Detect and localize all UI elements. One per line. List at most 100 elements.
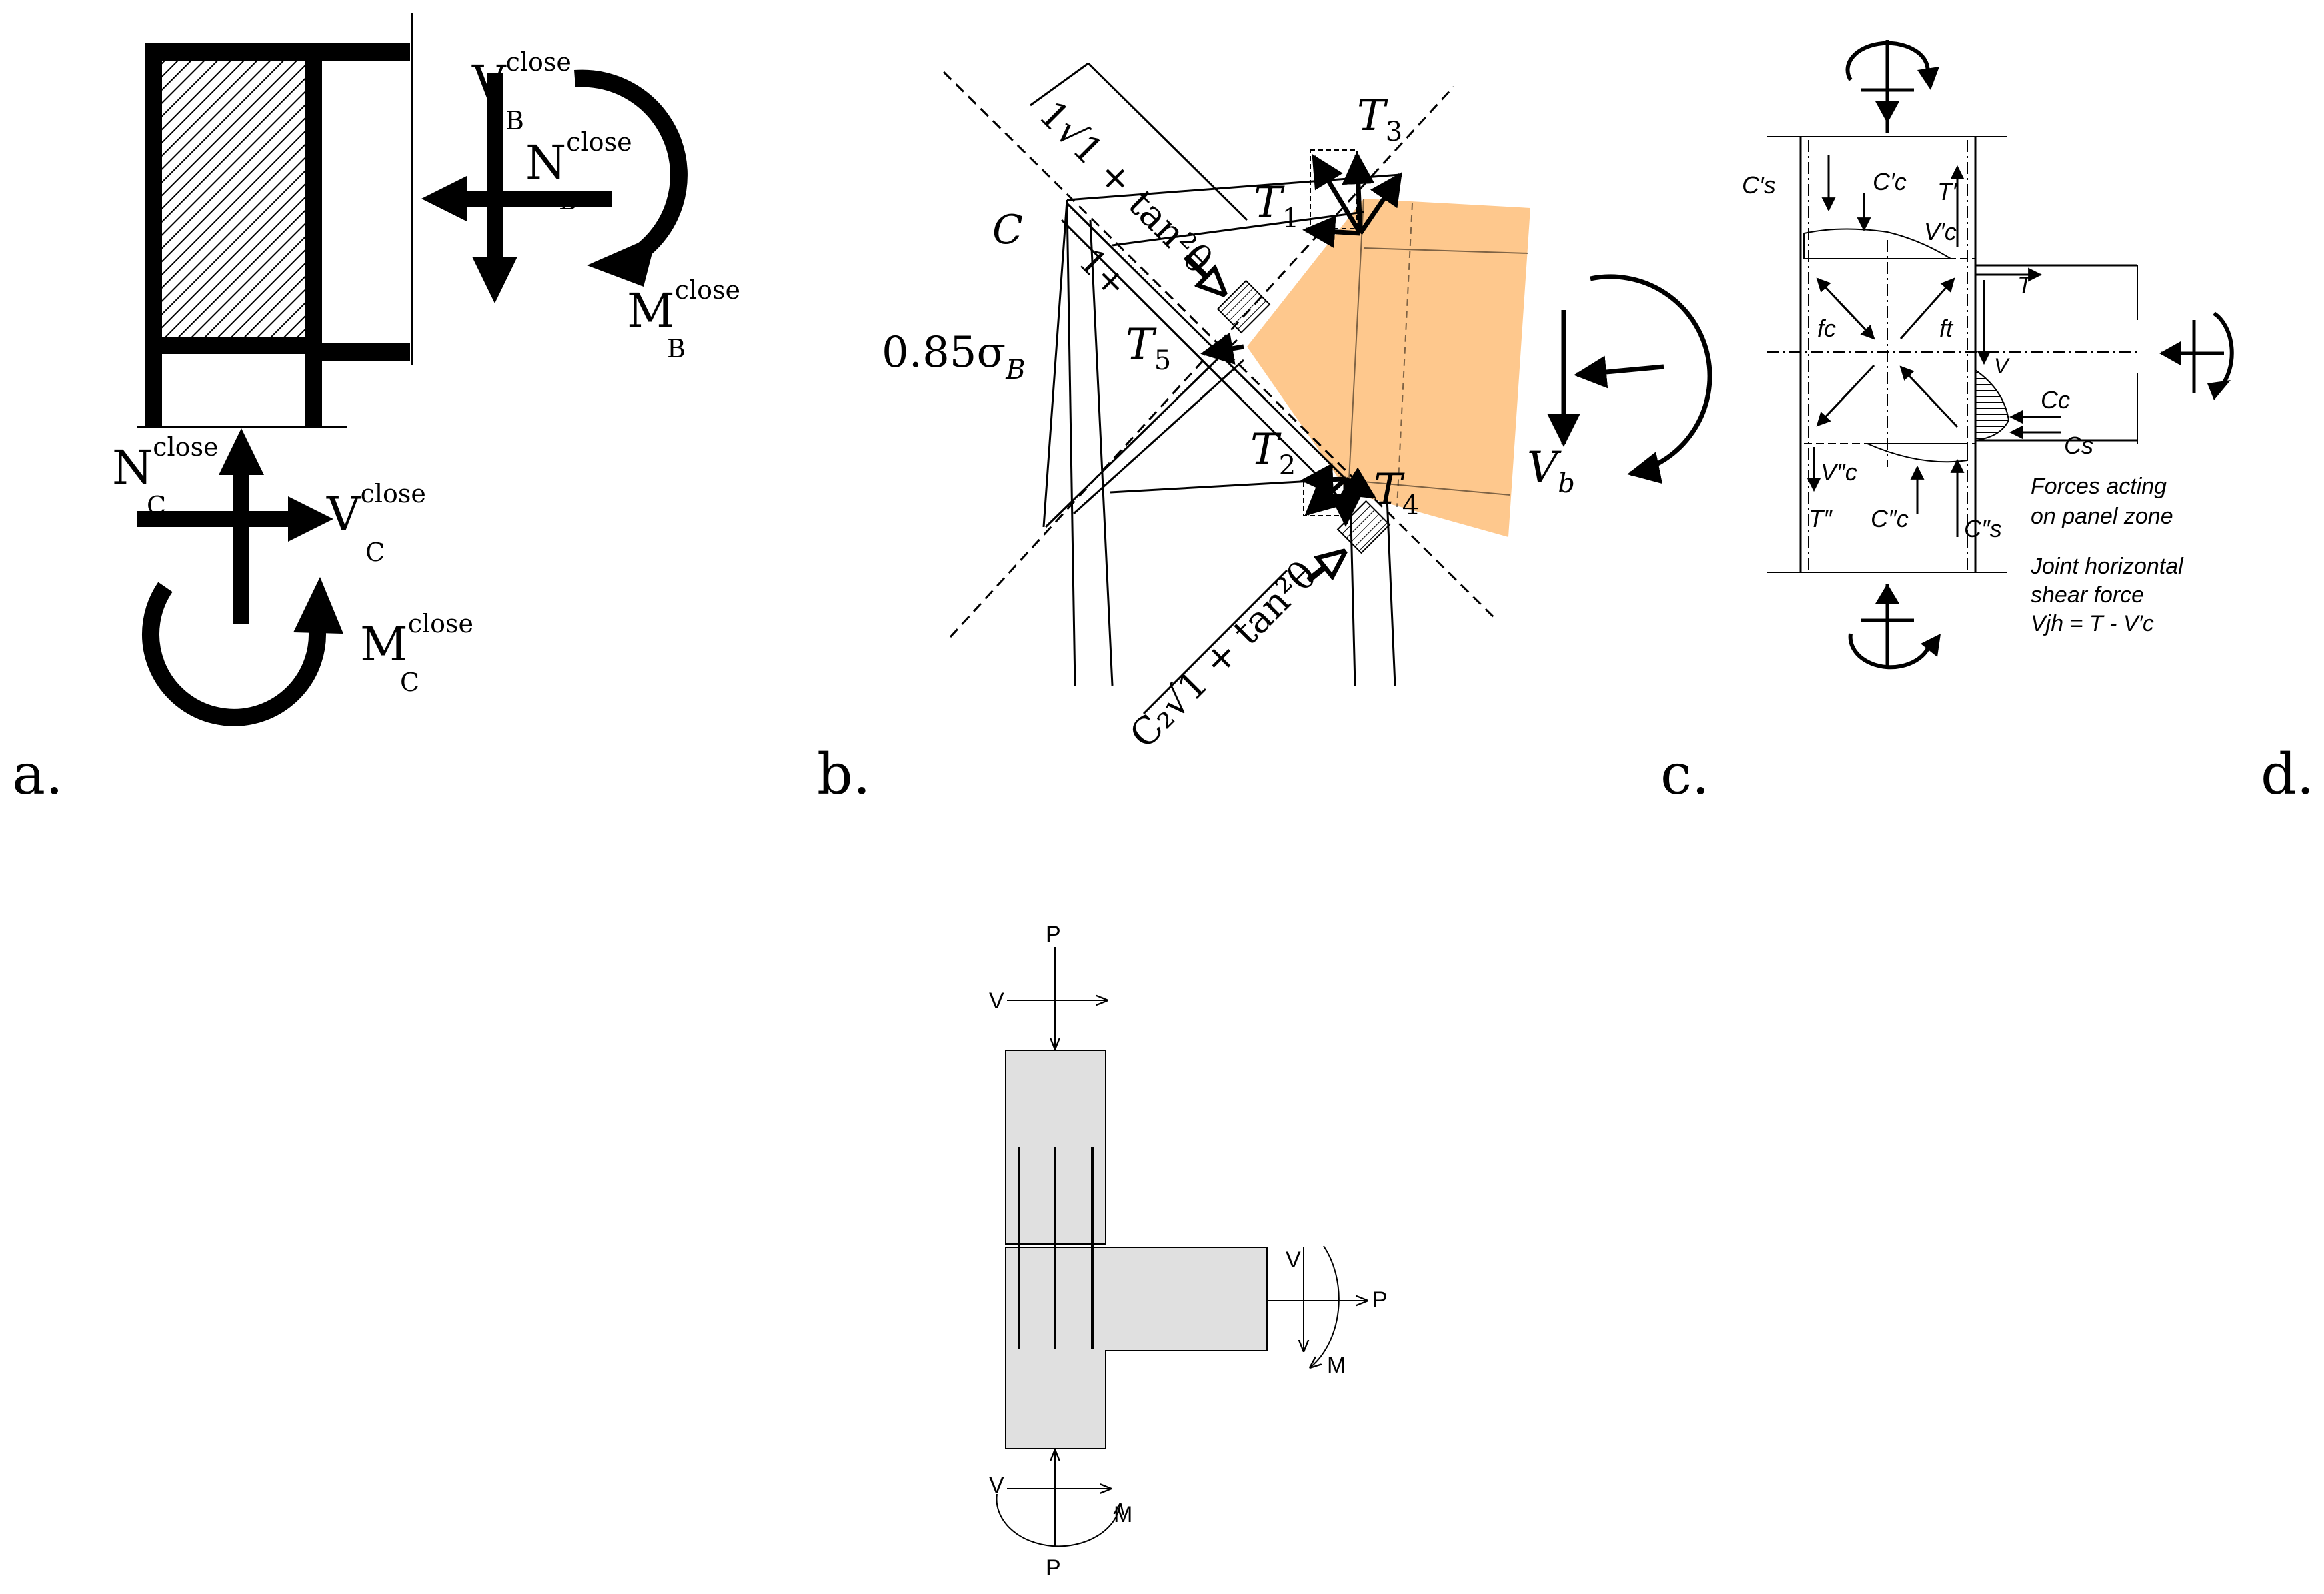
- n-c-main: N: [112, 440, 153, 495]
- right-moment-symbol: [2159, 311, 2234, 400]
- beam-mid-line: [1348, 198, 1364, 493]
- t5-arrow: [1200, 332, 1244, 365]
- n-b-arrowhead: [421, 176, 467, 221]
- p-top-label: P: [1046, 922, 1061, 947]
- t2-arrow: [1300, 463, 1346, 496]
- column-line-4: [1386, 496, 1396, 686]
- t5-main: T: [1126, 320, 1157, 369]
- caption-line-1: Forces acting: [2031, 474, 2167, 499]
- t3-label: T3: [1357, 91, 1402, 147]
- stress-label: 0.85σB: [882, 328, 1026, 385]
- vb-sub: b: [1558, 468, 1575, 499]
- n-b-sub: B: [559, 186, 577, 215]
- panel-d: P V V P M V M P: [989, 922, 1388, 1581]
- v-c-arrowhead: [288, 496, 333, 542]
- panel-label-d: d.: [2261, 742, 2314, 807]
- t5-label: T5: [1126, 320, 1171, 376]
- lower-strut-width-label: C₂√1 + tan²θ: [1122, 553, 1326, 757]
- n-b-main: N: [525, 135, 566, 190]
- joint-and-beam: [1005, 1247, 1268, 1449]
- caption-line-5: Vjh = T - V′c: [2031, 611, 2154, 636]
- v-b-main: V: [471, 55, 507, 110]
- strut-edge-4: [1060, 219, 1338, 496]
- v-c-sup: close: [361, 479, 426, 508]
- caption-line-2: on panel zone: [2031, 504, 2173, 529]
- t4-main: T: [1374, 465, 1405, 514]
- right-stress-block: [1975, 369, 2010, 442]
- upper-strut-width-label: 1√1 + tan²θ: [1030, 93, 1220, 283]
- vb-horizontal-arrow: [1574, 355, 1664, 389]
- t2-main: T: [1250, 425, 1282, 474]
- m-right-arc: [1310, 1245, 1340, 1367]
- fc-arrow-3: [1816, 364, 1875, 427]
- v-right-label: V: [1286, 1247, 1301, 1273]
- m-b-arrowhead: [587, 235, 657, 287]
- beam-compression-zone: [1247, 199, 1530, 537]
- c-label: C: [992, 207, 1023, 253]
- lower-dim-line-1: [1142, 569, 1288, 715]
- caption-line-4: shear force: [2031, 582, 2144, 608]
- t2-sub: 2: [1279, 450, 1296, 481]
- cs-bot-label: C″s: [1964, 515, 2002, 542]
- t3-arrow-1: [1312, 153, 1362, 235]
- m-b-moment-arrow: [574, 69, 688, 261]
- m-b-main: M: [627, 283, 675, 338]
- t3-arrow-3: [1358, 171, 1402, 235]
- m-c-sub: C: [400, 668, 419, 697]
- v-c-main: V: [326, 487, 361, 542]
- one-plus-label: 1+: [1071, 241, 1136, 306]
- upper-node-hatch: [1216, 279, 1271, 334]
- t1-label: T1: [1254, 178, 1299, 234]
- beam-center-dash: [1396, 203, 1413, 508]
- panel-label-a: a.: [12, 742, 63, 807]
- n-c-arrowhead: [219, 428, 264, 475]
- column-hatched-section: [145, 43, 322, 354]
- p-right-label: P: [1372, 1287, 1388, 1313]
- upper-open-arrow: [1183, 254, 1224, 293]
- n-c-sup: close: [153, 432, 218, 462]
- caption-line-3: Joint horizontal: [2030, 554, 2184, 579]
- stress-main: 0.85σ: [882, 328, 1006, 377]
- m-right-label: M: [1327, 1353, 1346, 1378]
- ft-arrow-1: [1899, 277, 1955, 339]
- bottom-moment-symbol: [1848, 584, 1941, 670]
- vb-label: Vb: [1527, 443, 1575, 499]
- fc-arrow-2: [1816, 277, 1875, 340]
- m-c-arrowhead: [293, 577, 343, 634]
- upper-dim-line-1: [1030, 62, 1089, 107]
- strut-edge-2: [1042, 199, 1068, 528]
- fc-label: fc: [1817, 315, 1836, 342]
- cs-right-label: Cs: [2064, 432, 2093, 459]
- m-bottom-label: M: [1114, 1502, 1132, 1527]
- m-bottom-arc: [996, 1493, 1120, 1547]
- t4-label: T4: [1374, 465, 1419, 521]
- panel-label-c: c.: [1660, 742, 1710, 807]
- panel-b: 1√1 + tan²θ C 1+ 0.85σB T1 T3 T5 T2 T4 V…: [882, 62, 1712, 757]
- t2-label: T2: [1250, 425, 1296, 481]
- t-prime-label: T′: [1937, 178, 1957, 205]
- m-c-sup: close: [408, 609, 473, 638]
- vb-moment-arc: [1590, 274, 1712, 484]
- t-dprime-label: T″: [1809, 505, 1833, 532]
- panel-label-b: b.: [817, 742, 870, 807]
- ft-arrow-2: [1899, 365, 1959, 428]
- p-bottom-label: P: [1046, 1555, 1061, 1581]
- cs-top-label: C′s: [1742, 171, 1776, 199]
- top-stress-block: [1803, 228, 1953, 259]
- t3-main: T: [1357, 91, 1388, 141]
- v-b-sup: close: [506, 47, 571, 77]
- t4-arrow-3: [1340, 467, 1377, 499]
- m-c-moment-arrow: [142, 582, 326, 726]
- column-line-1: [1066, 203, 1076, 686]
- m-c-main: M: [360, 617, 408, 672]
- v-label: V: [1994, 354, 2010, 378]
- t5-sub: 5: [1154, 345, 1171, 376]
- cc-top-label: C′c: [1873, 168, 1907, 195]
